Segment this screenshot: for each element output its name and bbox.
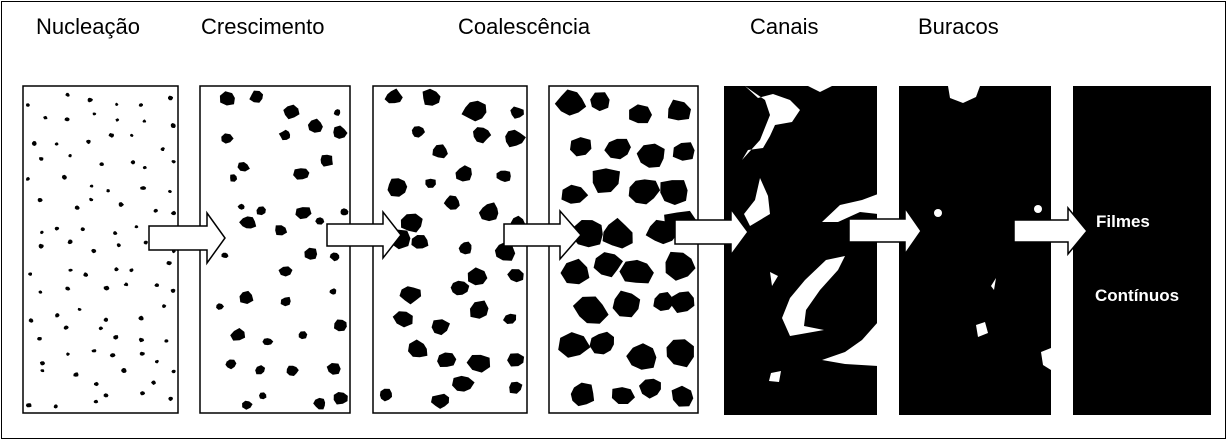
panel-continuous-film: [1034, 86, 1211, 415]
stage-label-coalescence: Coalescência: [458, 14, 591, 39]
panel-growth: [199, 85, 351, 414]
arrow-2: [326, 209, 402, 261]
stage-label-holes: Buracos: [918, 14, 999, 39]
stage-label-growth: Crescimento: [201, 14, 325, 39]
panel-channels: [724, 86, 878, 415]
arrow-5: [848, 205, 922, 257]
panel-coalescence: [372, 85, 528, 414]
end-label-films: Filmes: [1096, 212, 1150, 231]
arrow-6: [1013, 205, 1088, 257]
stage-label-channels: Canais: [750, 14, 819, 39]
panel-coalescence-dense: [548, 85, 699, 414]
panel-holes: [899, 86, 1051, 415]
stage-label-nucleation: Nucleação: [36, 14, 140, 39]
arrow-3: [503, 209, 582, 261]
arrow-4: [674, 206, 749, 258]
end-label-continuous: Contínuos: [1095, 286, 1180, 305]
arrow-1: [148, 210, 226, 266]
